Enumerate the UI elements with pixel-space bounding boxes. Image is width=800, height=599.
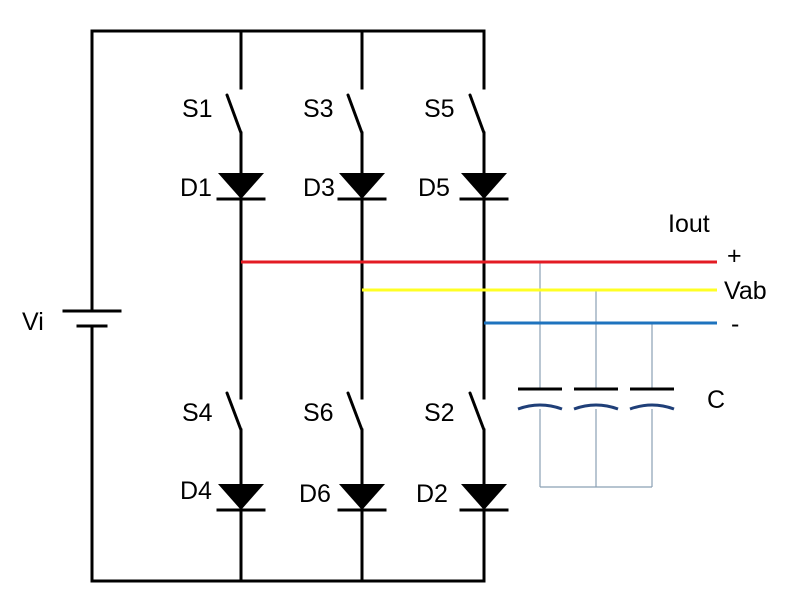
switch-label-s1: S1 [182,95,213,123]
switch-label-s6: S6 [303,399,334,427]
switches: S1 S3 S5 S4 S6 S2 [182,93,486,432]
diode-d1 [216,173,266,201]
switch-s3 [346,93,364,135]
switch-label-s4: S4 [182,399,213,427]
diode-label-d4: D4 [180,477,212,505]
output-voltage-label: Vab [724,277,767,305]
cap2-lower-plate [573,403,619,411]
diode-d3 [337,173,387,201]
output-current-label: Iout [668,210,710,238]
diode-d5 [459,173,509,201]
diodes: D1 D3 D5 D4 D6 D2 [180,173,509,512]
diode-label-d5: D5 [418,174,450,202]
switch-label-s3: S3 [303,95,334,123]
switch-s4 [225,391,243,432]
capacitor-bank: C [517,262,725,488]
diode-label-d2: D2 [416,480,448,508]
capacitor-label: C [707,386,725,414]
switch-s5 [468,93,486,135]
switch-s2 [468,391,486,432]
source-label: Vi [22,308,44,336]
diode-d2 [459,484,509,512]
diode-label-d3: D3 [303,174,335,202]
diode-label-d6: D6 [299,480,331,508]
dc-bus [90,29,486,583]
switch-s1 [225,93,243,135]
cap1-lower-plate [517,403,563,411]
output-labels: Iout + Vab - [668,210,767,338]
diode-d6 [337,484,387,512]
diode-label-d1: D1 [180,174,212,202]
switch-label-s2: S2 [424,399,455,427]
output-lines [241,260,717,325]
dc-source: Vi [22,308,122,336]
minus-sign-label: - [731,310,739,338]
diode-d4 [216,484,266,512]
switch-label-s5: S5 [424,95,455,123]
switch-s6 [346,391,364,432]
plus-sign-label: + [727,242,742,270]
cap3-lower-plate [629,403,675,411]
